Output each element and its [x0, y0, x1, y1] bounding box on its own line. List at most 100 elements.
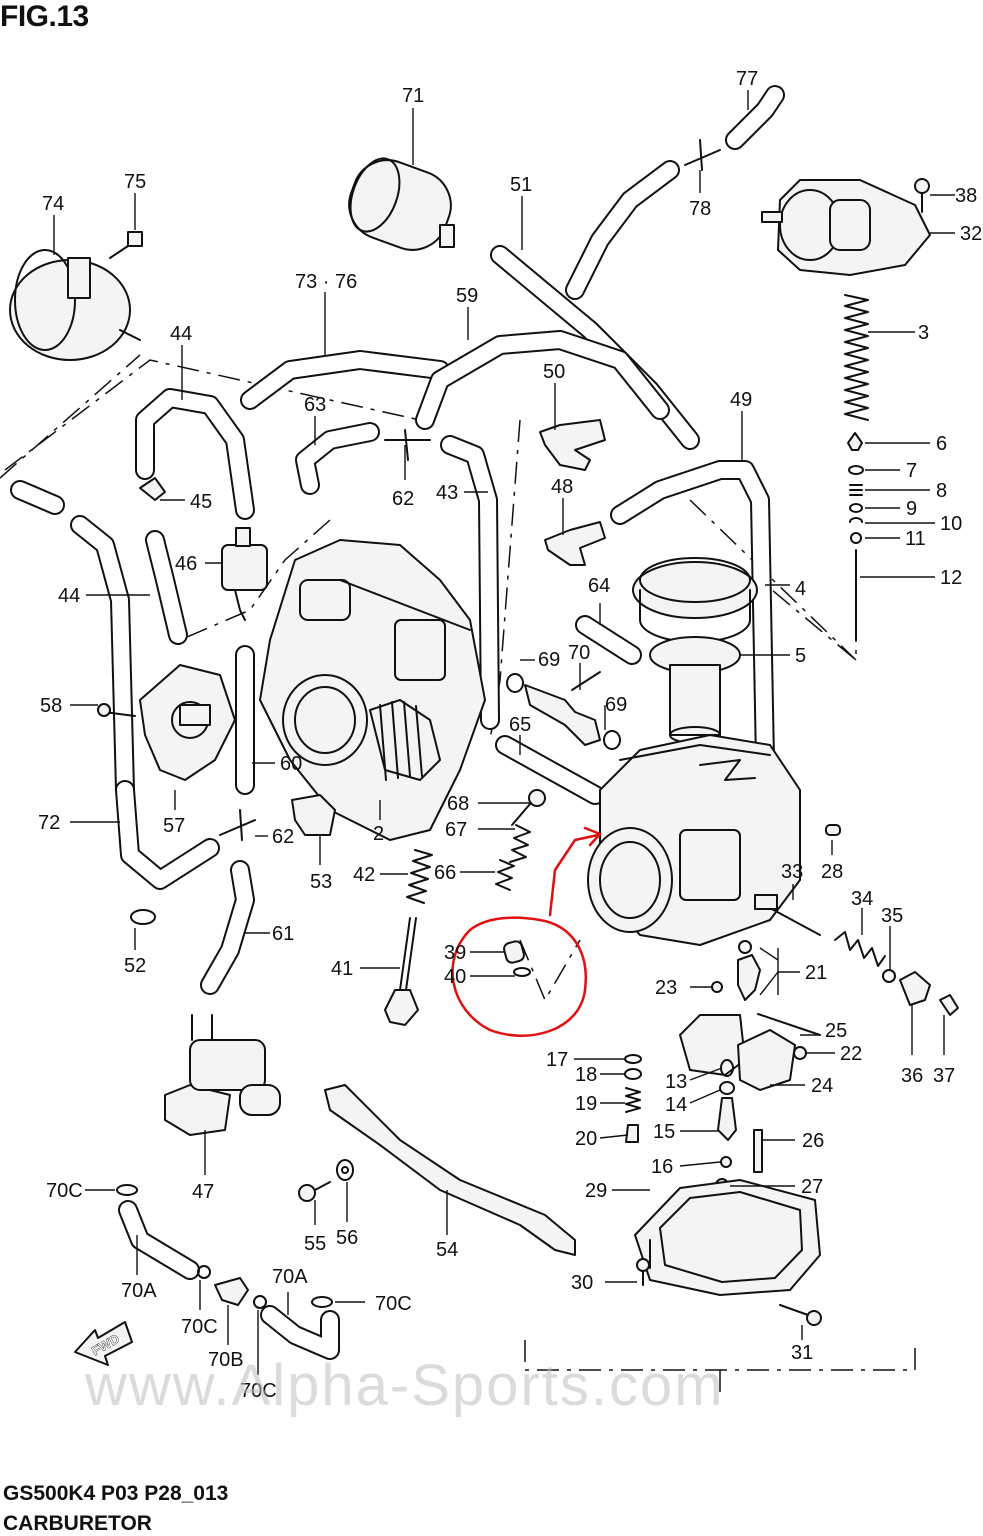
- fuel-filter-71: [348, 157, 455, 251]
- oring-35: [882, 969, 896, 983]
- screw-30: [636, 1258, 650, 1286]
- callout-12: 12: [940, 567, 962, 589]
- leader-lines: [53, 90, 955, 1375]
- callout-64: 64: [588, 575, 610, 597]
- callout-70c-a: 70C: [46, 1180, 83, 1202]
- callout-73-76: 73 · 76: [295, 271, 357, 293]
- callout-8: 8: [936, 480, 947, 502]
- needle-set: [847, 432, 864, 641]
- t-fitting-78: [684, 139, 721, 171]
- fitting-70: [506, 671, 621, 750]
- fwd-arrow-icon: [74, 1321, 133, 1366]
- callout-69b: 69: [605, 694, 627, 716]
- callout-5: 5: [795, 645, 806, 667]
- tps-57: [97, 664, 236, 781]
- callout-69a: 69: [538, 649, 560, 671]
- valve-47: [164, 1014, 281, 1136]
- callout-45: 45: [190, 491, 212, 513]
- callout-70b: 70B: [208, 1349, 244, 1371]
- spring-19: [625, 1087, 641, 1113]
- callout-13: 13: [665, 1071, 687, 1093]
- callout-labels: 77 78 38 32 71 51 74 75 73 · 76 59 3 44 …: [38, 68, 982, 1402]
- cap-28: [825, 824, 841, 836]
- callout-50: 50: [543, 361, 565, 383]
- bolt-55: [298, 1181, 331, 1202]
- pin-25: [757, 1013, 821, 1036]
- callout-72: 72: [38, 812, 60, 834]
- callout-70a-b: 70A: [272, 1266, 308, 1288]
- shaft-33: [754, 894, 821, 936]
- red-arrow-annotation: [548, 826, 602, 917]
- callout-6: 6: [936, 433, 947, 455]
- callout-63: 63: [304, 394, 326, 416]
- diaphragm-4: [632, 557, 758, 643]
- screw-38: [914, 178, 930, 213]
- callout-21: 21: [805, 962, 827, 984]
- callout-25: 25: [825, 1020, 847, 1042]
- callout-40: 40: [444, 966, 466, 988]
- carb-body-2: [259, 539, 486, 841]
- carb-body-right: [587, 734, 801, 946]
- screw-31: [779, 1304, 822, 1326]
- spring-42: [406, 849, 433, 904]
- callout-51: 51: [510, 174, 532, 196]
- callout-74: 74: [42, 193, 64, 215]
- oring-17: [624, 1054, 642, 1064]
- callout-34: 34: [851, 888, 873, 910]
- spring-67: [509, 824, 531, 863]
- callout-44a: 44: [170, 323, 192, 345]
- washer-18: [624, 1068, 642, 1080]
- callout-36: 36: [901, 1065, 923, 1087]
- callout-47: 47: [192, 1181, 214, 1203]
- callout-39: 39: [444, 942, 466, 964]
- elbow-48: [544, 521, 606, 566]
- figure-code: GS500K4 P03 P28_013: [3, 1482, 229, 1505]
- jet-16: [720, 1156, 732, 1168]
- fitting-37: [939, 994, 959, 1016]
- callout-27: 27: [801, 1176, 823, 1198]
- clip-70c-b: [197, 1265, 211, 1279]
- callout-55: 55: [304, 1233, 326, 1255]
- bracket-53: [291, 794, 336, 836]
- callout-23: 23: [655, 977, 677, 999]
- callout-65: 65: [509, 714, 531, 736]
- washer-56: [336, 1159, 354, 1181]
- t-fitting-62a: [384, 429, 431, 461]
- float-24: [679, 1014, 796, 1091]
- callout-16: 16: [651, 1156, 673, 1178]
- callout-9: 9: [906, 498, 917, 520]
- red-annotation: [451, 826, 602, 1037]
- callout-10: 10: [940, 513, 962, 535]
- callout-44b: 44: [58, 585, 80, 607]
- clip-70c-c: [253, 1295, 267, 1309]
- callout-15: 15: [653, 1121, 675, 1143]
- callout-75: 75: [124, 171, 146, 193]
- callout-30: 30: [571, 1272, 593, 1294]
- washer-14: [719, 1081, 735, 1095]
- callout-43: 43: [436, 482, 458, 504]
- callout-60: 60: [280, 753, 302, 775]
- joint-70b: [214, 1277, 249, 1306]
- screw-23: [711, 981, 723, 993]
- callout-32: 32: [960, 223, 982, 245]
- callout-22: 22: [840, 1043, 862, 1065]
- callout-7: 7: [906, 460, 917, 482]
- float-bowl-29: [634, 1179, 821, 1296]
- clip-52: [130, 909, 156, 925]
- callout-58: 58: [40, 695, 62, 717]
- callout-48: 48: [551, 476, 573, 498]
- valve-46: [221, 527, 268, 621]
- callout-53: 53: [310, 871, 332, 893]
- spring-3: [844, 294, 869, 421]
- callout-70c-c: 70C: [375, 1293, 412, 1315]
- cap-39: [503, 940, 525, 964]
- callout-46: 46: [175, 553, 197, 575]
- jet-15: [717, 1097, 737, 1141]
- callout-38: 38: [955, 185, 977, 207]
- red-circle-annotation: [451, 916, 588, 1037]
- callout-11: 11: [905, 528, 926, 550]
- callout-61: 61: [272, 923, 294, 945]
- bracket-54: [324, 1084, 576, 1256]
- oring-40: [513, 967, 531, 977]
- callout-54: 54: [436, 1239, 458, 1261]
